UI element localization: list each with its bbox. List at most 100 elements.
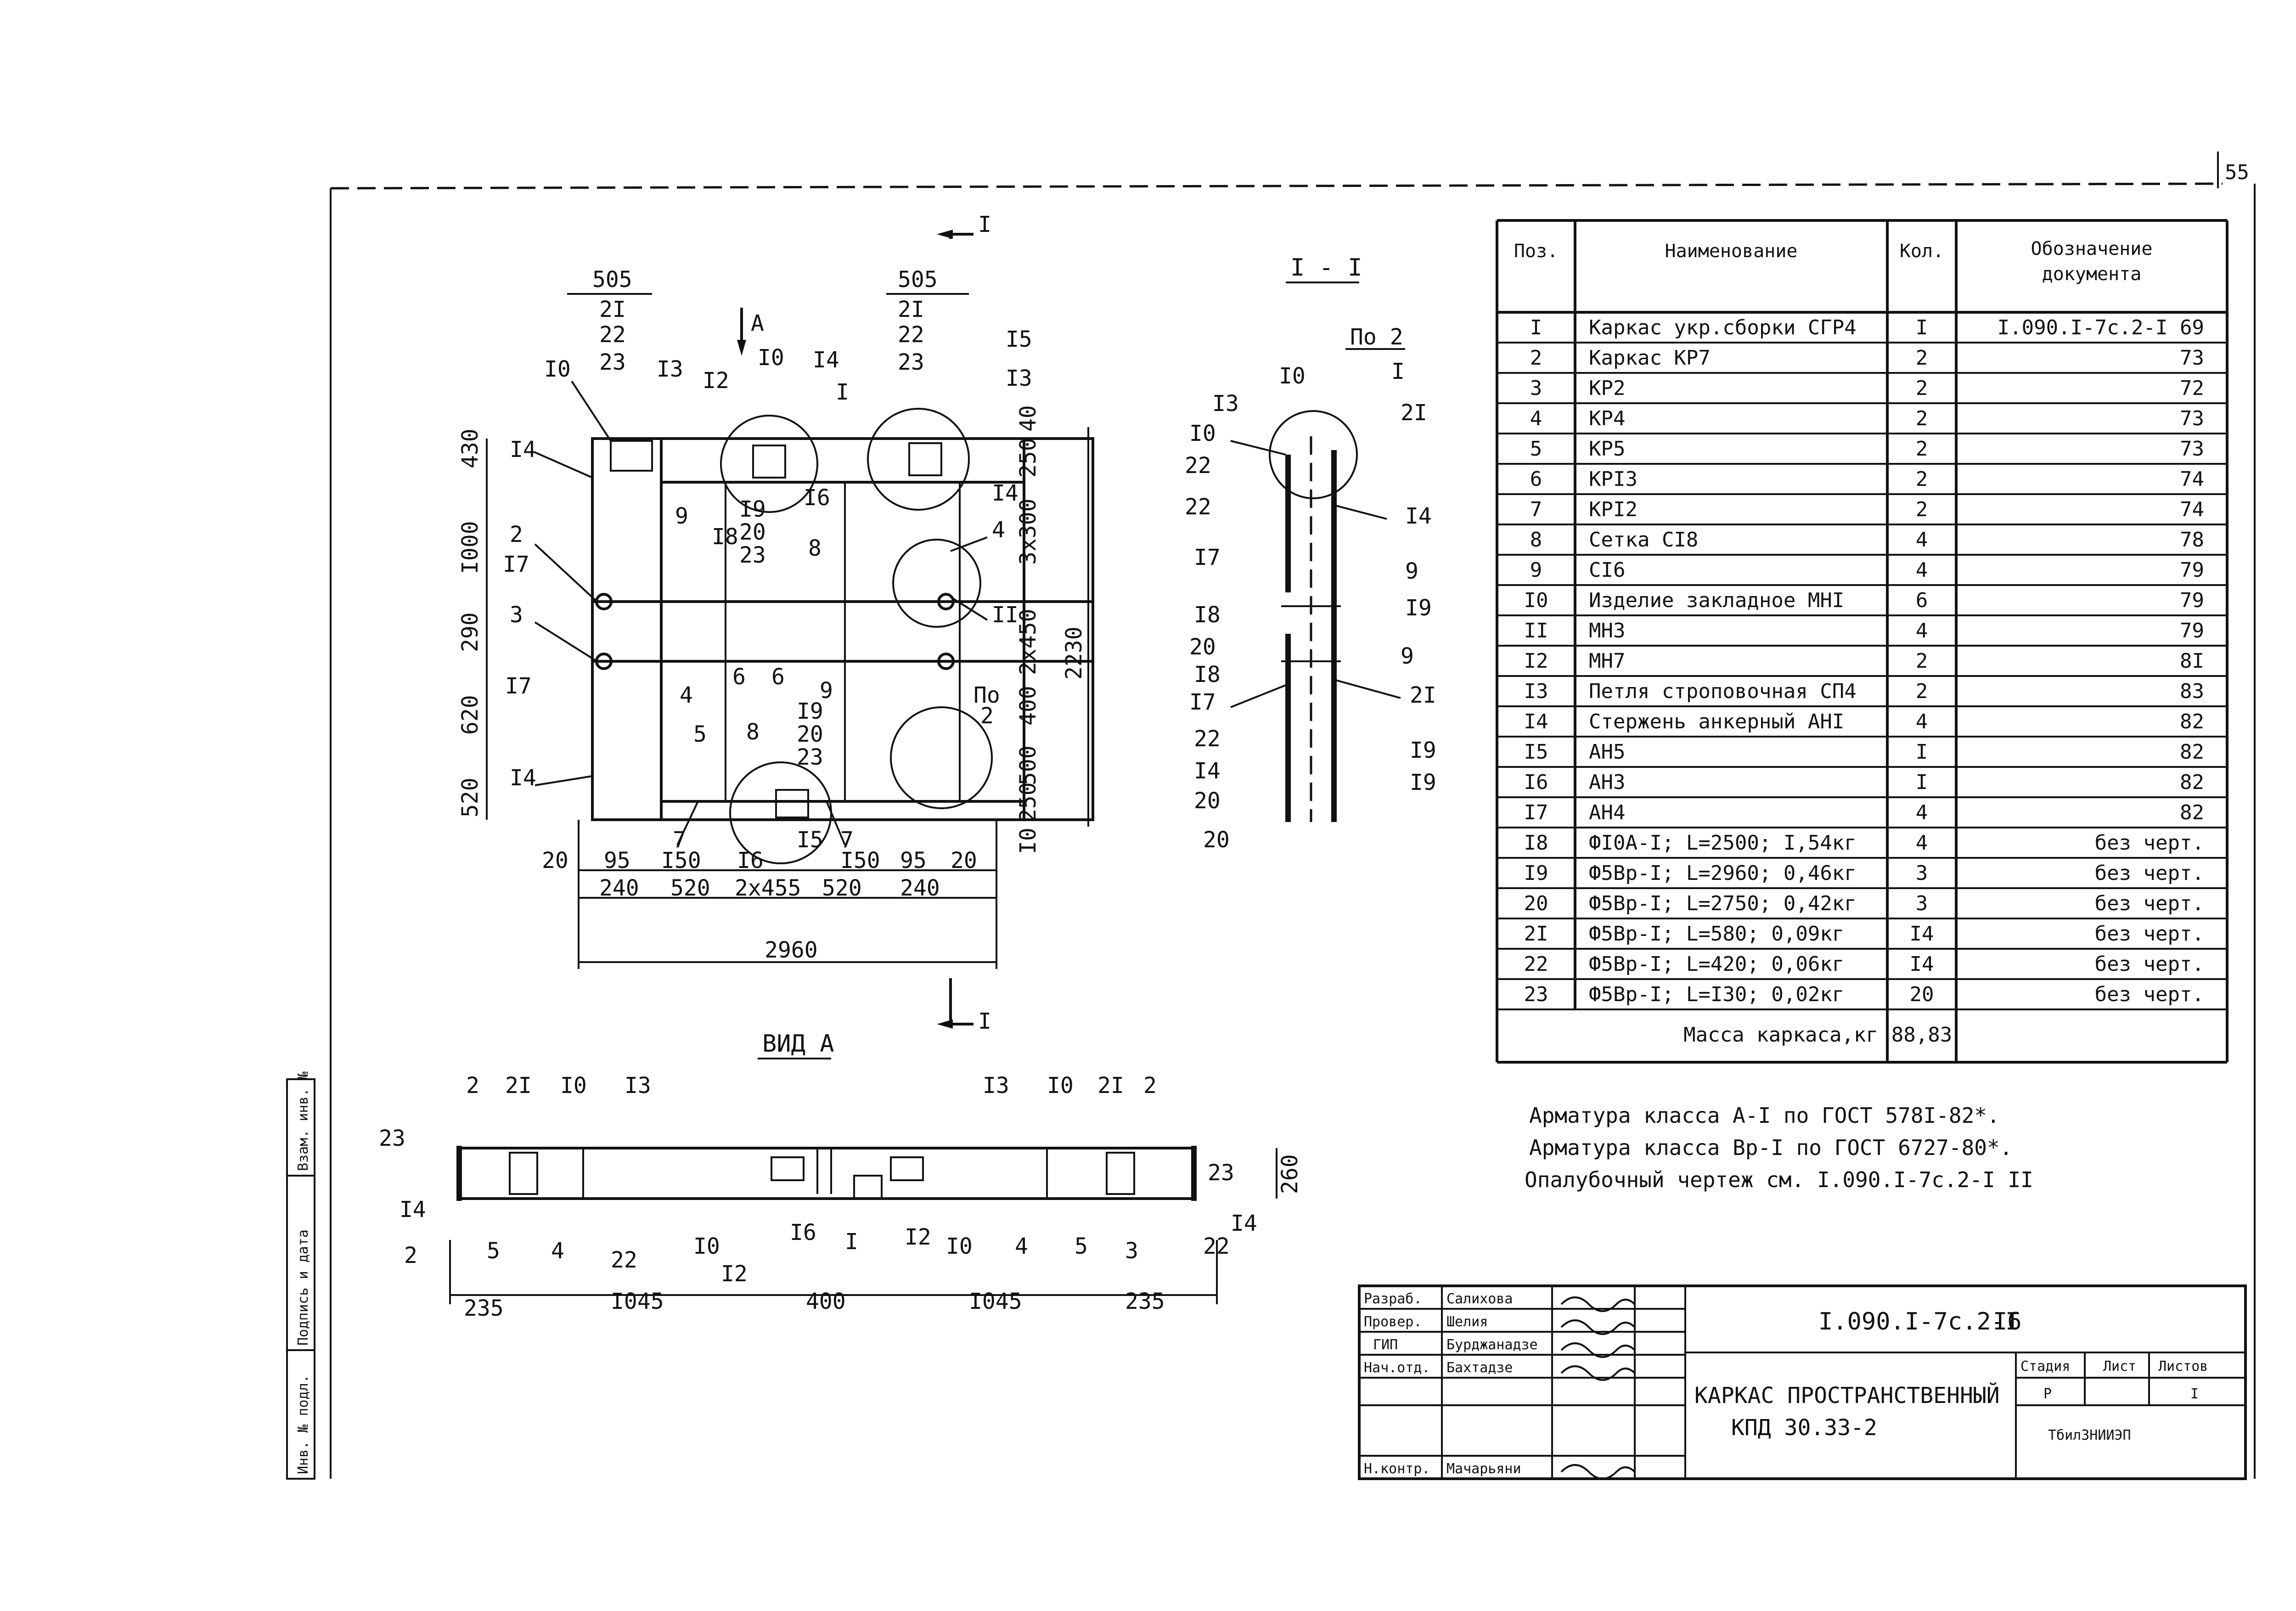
title-block: Разраб. Салихова Провер. Шелия ГИП Бурдж… bbox=[1358, 1284, 2247, 1480]
dim-right-vertical: 2x450 bbox=[1015, 609, 1041, 676]
view-a-label: I0 bbox=[946, 1234, 973, 1259]
section-label: I7 bbox=[1189, 689, 1216, 715]
table-cell-doc: 73 bbox=[2180, 346, 2204, 370]
table-cell-doc: 72 bbox=[2180, 377, 2204, 400]
view-a-label: I0 bbox=[693, 1234, 720, 1259]
table-cell-name: Ф5Вр-I; L=2960; 0,46кг bbox=[1589, 862, 1857, 885]
position-label: I9 bbox=[739, 496, 766, 522]
dim-top-right: 505 bbox=[898, 267, 938, 293]
sheet-header: Лист bbox=[2103, 1358, 2136, 1374]
view-a-dim: 235 bbox=[464, 1296, 504, 1321]
table-cell-doc: 82 bbox=[2180, 801, 2204, 824]
dim-left-vertical: 620 bbox=[457, 695, 483, 735]
table-cell-qty: 2 bbox=[1916, 407, 1928, 430]
table-cell-pos: I bbox=[1530, 316, 1542, 339]
dim-stack-right: 2I bbox=[898, 297, 924, 322]
table-cell-qty: I bbox=[1916, 740, 1928, 764]
table-cell-qty: 4 bbox=[1916, 831, 1928, 855]
position-label: I4 bbox=[510, 765, 536, 791]
table-cell-qty: 4 bbox=[1916, 619, 1928, 642]
section-label: I0 bbox=[1279, 363, 1306, 389]
table-cell-qty: I4 bbox=[1910, 922, 1934, 946]
view-a-label: I bbox=[845, 1229, 858, 1255]
table-header: Кол. bbox=[1900, 241, 1944, 262]
view-a-label: 2I bbox=[505, 1073, 532, 1098]
position-label: I7 bbox=[505, 673, 532, 699]
table-header: Поз. bbox=[1514, 241, 1558, 262]
table-cell-qty: 4 bbox=[1916, 801, 1928, 824]
position-label: 3 bbox=[510, 602, 523, 628]
position-label: I6 bbox=[737, 848, 764, 873]
table-cell-pos: I0 bbox=[1524, 589, 1548, 612]
section-label: 9 bbox=[1405, 558, 1418, 584]
view-a-dim: I045 bbox=[611, 1289, 664, 1314]
sheet-frame: 55 bbox=[330, 152, 2256, 1479]
table-cell-doc: без черт. bbox=[2095, 922, 2204, 946]
stage-value: Р bbox=[2043, 1386, 2052, 1402]
view-a-label: 2 bbox=[1143, 1073, 1157, 1098]
dim-left-vertical: 520 bbox=[457, 777, 483, 817]
view-a-label: I0 bbox=[1047, 1073, 1074, 1098]
dim-bottom-row1: 20 bbox=[542, 848, 568, 873]
section-label: 22 bbox=[1185, 453, 1211, 479]
view-a: ВИД А 2 2I I0 I3 23 I4 2 5 4 22 I0 I2 I6… bbox=[379, 1030, 1303, 1321]
plan-view bbox=[591, 408, 1094, 864]
table-cell-pos: 8 bbox=[1530, 528, 1542, 552]
table-cell-doc: 79 bbox=[2180, 619, 2204, 642]
view-a-label: 23 bbox=[1208, 1160, 1234, 1186]
table-cell-name: Каркас укр.сборки СГР4 bbox=[1589, 316, 1857, 339]
table-cell-pos: 5 bbox=[1530, 437, 1542, 461]
dim-bottom-row1: I50 bbox=[661, 848, 701, 873]
stamp-name: Салихова bbox=[1446, 1291, 1513, 1307]
position-label: 5 bbox=[693, 721, 707, 747]
notes: Арматура класса А-I по ГОСТ 578I-82*. Ар… bbox=[1525, 1103, 2033, 1192]
page-number: 55 bbox=[2225, 161, 2249, 184]
dim-bottom-row1: 95 bbox=[604, 848, 630, 873]
table-cell-qty: I4 bbox=[1910, 952, 1934, 976]
table-cell-qty: I bbox=[1916, 316, 1928, 339]
table-cell-pos: 9 bbox=[1530, 558, 1542, 582]
side-stamp: Инв. № подл. Подпись и дата Взам. инв. № bbox=[286, 1071, 315, 1480]
position-label: 23 bbox=[739, 542, 766, 568]
table-cell-pos: I9 bbox=[1524, 862, 1548, 885]
table-cell-doc: 82 bbox=[2180, 771, 2204, 794]
section-markers: I I A bbox=[737, 212, 991, 1034]
table-cell-pos: 3 bbox=[1530, 377, 1542, 400]
plan-leaders: I0 I3 I2 I0 I4 I I5 I3 I4 I6 I4 9 I8 I9 … bbox=[503, 327, 1032, 873]
stamp-name: Бахтадзе bbox=[1446, 1360, 1513, 1376]
table-cell-qty: 2 bbox=[1916, 680, 1928, 703]
position-label: 4 bbox=[992, 517, 1005, 543]
plan-dimensions bbox=[486, 293, 1089, 969]
view-a-label: 3 bbox=[1125, 1238, 1138, 1264]
table-cell-pos: 6 bbox=[1530, 468, 1542, 491]
table-cell-name: Ф5Вр-I; L=2750; 0,42кг bbox=[1589, 892, 1857, 915]
table-cell-pos: I6 bbox=[1524, 771, 1548, 794]
table-cell-qty: 3 bbox=[1916, 862, 1928, 885]
view-a-label: I2 bbox=[721, 1261, 748, 1287]
section-label: 20 bbox=[1194, 788, 1221, 814]
table-cell-name: Стержень анкерный АНI bbox=[1589, 710, 1844, 733]
table-cell-qty: 2 bbox=[1916, 649, 1928, 673]
view-a-arrow-label: A bbox=[751, 310, 764, 336]
position-label: I5 bbox=[1006, 327, 1032, 352]
dim-bottom-row1: 95 bbox=[900, 848, 927, 873]
section-title: I - I bbox=[1290, 254, 1362, 282]
note-line: Арматура класса Вр-I по ГОСТ 6727-80*. bbox=[1529, 1135, 2012, 1160]
doc-sheet: I6 bbox=[1993, 1308, 2022, 1335]
table-cell-doc: без черт. bbox=[2095, 983, 2204, 1006]
table-cell-pos: I2 bbox=[1524, 649, 1548, 673]
table-cell-pos: II bbox=[1524, 619, 1548, 642]
stage-header: Стадия bbox=[2020, 1358, 2070, 1374]
table-cell-qty: 4 bbox=[1916, 558, 1928, 582]
table-cell-name: Ф5Вр-I; L=I30; 0,02кг bbox=[1589, 983, 1844, 1006]
table-cell-doc: 74 bbox=[2180, 468, 2204, 491]
table-cell-doc: 82 bbox=[2180, 710, 2204, 733]
view-a-label: 5 bbox=[1075, 1234, 1088, 1259]
table-cell-name: МН3 bbox=[1589, 619, 1625, 642]
stamp-role: Провер. bbox=[1364, 1314, 1422, 1330]
section-mark-top: I bbox=[978, 212, 991, 237]
view-a-title: ВИД А bbox=[762, 1030, 834, 1058]
